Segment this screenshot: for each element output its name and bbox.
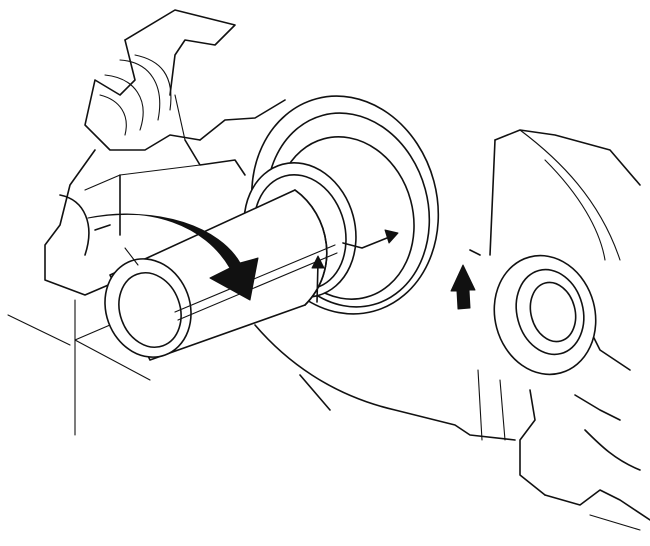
alignment-arrow-icon: [311, 255, 325, 303]
engine-housing: [7, 9, 650, 531]
black-up-arrow-icon: [450, 264, 476, 310]
alignment-arrow-icon: [342, 229, 399, 249]
rotation-arrow-icon: [87, 213, 259, 301]
right-bushing: [493, 254, 597, 376]
